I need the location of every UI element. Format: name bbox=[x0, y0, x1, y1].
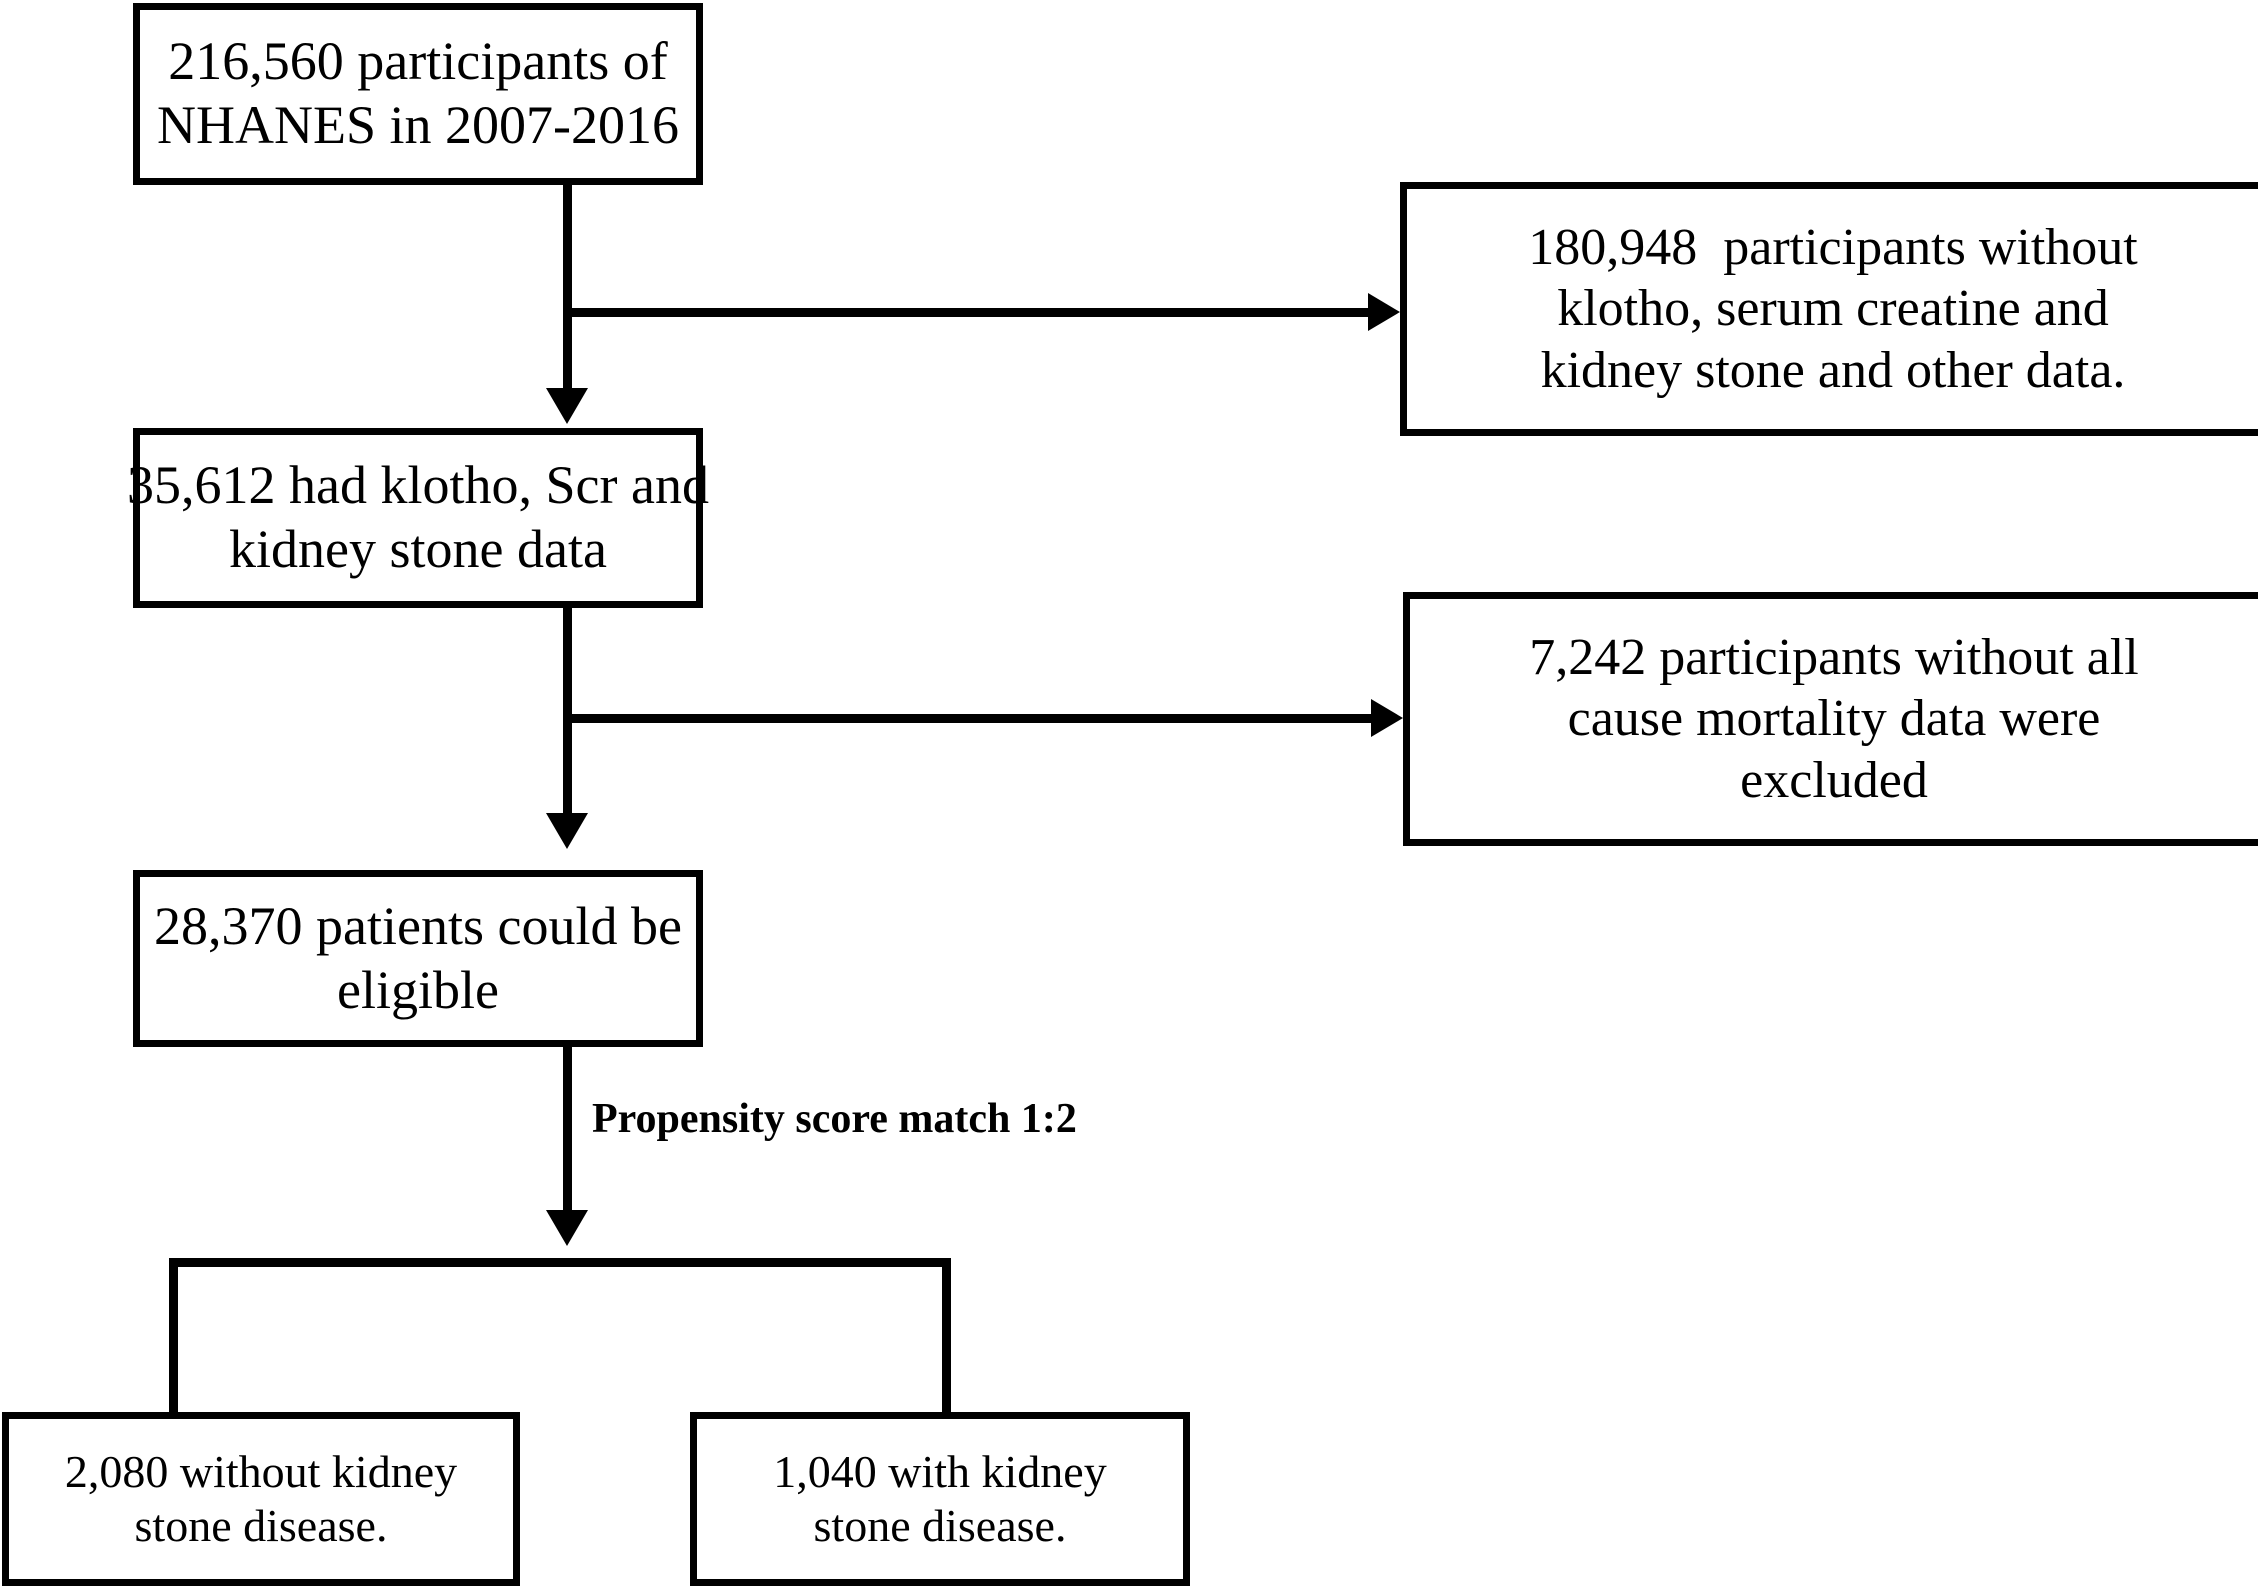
edge-label-propensity-match: Propensity score match 1:2 bbox=[592, 1096, 1077, 1142]
arrowhead-down-to-split bbox=[546, 1210, 588, 1246]
connector-branch-to-has-data bbox=[563, 343, 572, 393]
node-excluded-missing-data: 180,948 participants without klotho, ser… bbox=[1400, 182, 2258, 436]
connector-split-to-without-kidney-stone bbox=[169, 1258, 178, 1416]
node-eligible-line-1: 28,370 patients could be bbox=[154, 895, 682, 956]
node-excluded-1-line-2: klotho, serum creatine and bbox=[1557, 280, 2109, 338]
connector-to-excluded-missing-mortality bbox=[567, 714, 1375, 723]
node-without-ks-line-2: stone disease. bbox=[134, 1500, 388, 1551]
node-without-ks-line-1: 2,080 without kidney bbox=[64, 1445, 458, 1497]
node-without-kidney-stone-disease: 2,080 without kidney stone disease. bbox=[2, 1412, 520, 1586]
node-with-ks-line-1: 1,040 with kidney bbox=[773, 1445, 1107, 1497]
node-excluded-1-line-3: kidney stone and other data. bbox=[1540, 341, 2126, 399]
arrowhead-right-to-excluded-missing-data bbox=[1368, 293, 1400, 331]
node-has-data-line-1: 35,612 had klotho, Scr and bbox=[127, 455, 709, 516]
connector-eligible-to-split bbox=[563, 1047, 572, 1215]
connector-split-to-with-kidney-stone bbox=[942, 1258, 951, 1416]
node-enrolled-line-1: 216,560 participants of bbox=[168, 31, 668, 92]
arrowhead-right-to-excluded-missing-mortality bbox=[1371, 699, 1403, 737]
connector-split-bar bbox=[169, 1258, 951, 1267]
node-with-kidney-stone-disease: 1,040 with kidney stone disease. bbox=[690, 1412, 1190, 1586]
connector-to-excluded-missing-data bbox=[567, 308, 1372, 317]
node-excluded-2-line-2: cause mortality data were bbox=[1567, 690, 2101, 748]
node-excluded-2-line-1: 7,242 participants without all bbox=[1529, 628, 2139, 686]
node-excluded-2-line-3: excluded bbox=[1740, 751, 1928, 809]
connector-has-data-to-branch bbox=[563, 608, 572, 758]
connector-branch-to-eligible bbox=[563, 758, 572, 818]
node-has-required-data: 35,612 had klotho, Scr and kidney stone … bbox=[127, 428, 709, 608]
node-excluded-missing-mortality: 7,242 participants without all cause mor… bbox=[1403, 592, 2258, 846]
connector-enrolled-to-branch bbox=[563, 185, 572, 343]
node-enrolled-participants: 216,560 participants of NHANES in 2007-2… bbox=[133, 3, 703, 185]
arrowhead-down-to-eligible bbox=[546, 813, 588, 849]
node-eligible-line-2: eligible bbox=[337, 959, 499, 1020]
node-excluded-1-line-1: 180,948 participants without bbox=[1528, 218, 2138, 276]
node-eligible-patients: 28,370 patients could be eligible bbox=[133, 870, 703, 1047]
node-has-data-line-2: kidney stone data bbox=[229, 519, 607, 579]
arrowhead-down-to-has-data bbox=[546, 388, 588, 424]
node-with-ks-line-2: stone disease. bbox=[813, 1500, 1067, 1551]
node-enrolled-line-2: NHANES in 2007-2016 bbox=[157, 95, 679, 155]
